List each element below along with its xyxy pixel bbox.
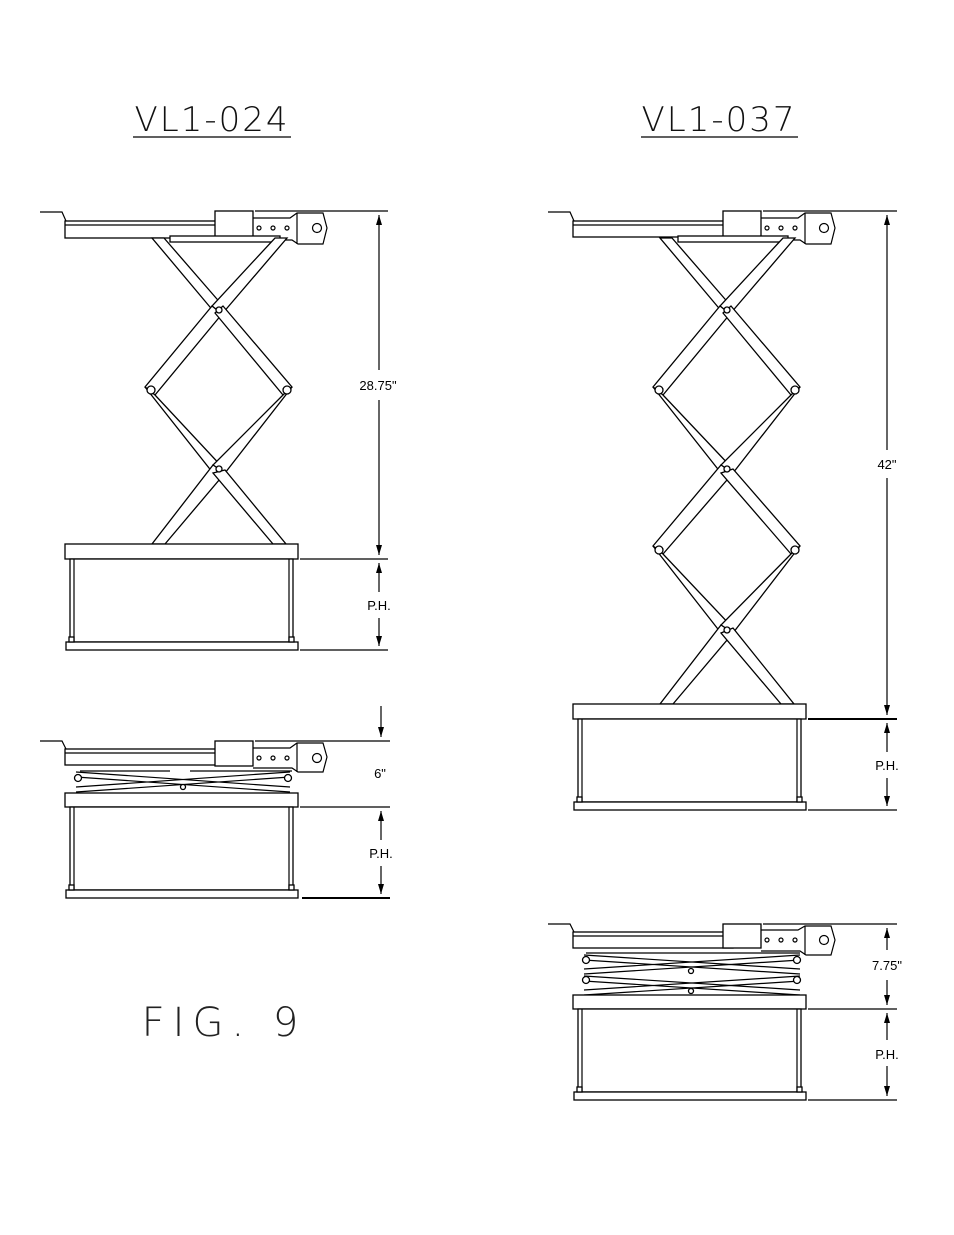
dim-platform-height-label: P.H.: [875, 1047, 899, 1062]
scissor-arms: [145, 238, 292, 544]
figure-label: FIG. 9: [142, 1000, 307, 1046]
dim-retracted-height: 6": [374, 766, 386, 781]
dim-platform-height-label: P.H.: [369, 846, 393, 861]
model-title-vl1-024: VL1-024: [135, 100, 290, 140]
dim-platform-height-label: P.H.: [875, 758, 899, 773]
dim-retracted-height: 7.75": [872, 958, 902, 973]
dim-platform-height-label: P.H.: [367, 598, 391, 613]
vl1-037-retracted-view: 7.75" P.H.: [548, 924, 902, 1100]
vl1-024-extended-view: 28.75" P.H.: [40, 211, 397, 650]
dim-extended-height: 42": [877, 457, 896, 472]
vl1-024-retracted-view: 6" P.H.: [40, 706, 393, 898]
model-title-vl1-037: VL1-037: [642, 100, 797, 140]
vl1-037-extended-view: 42" P.H.: [548, 211, 899, 810]
dim-extended-height: 28.75": [359, 378, 397, 393]
